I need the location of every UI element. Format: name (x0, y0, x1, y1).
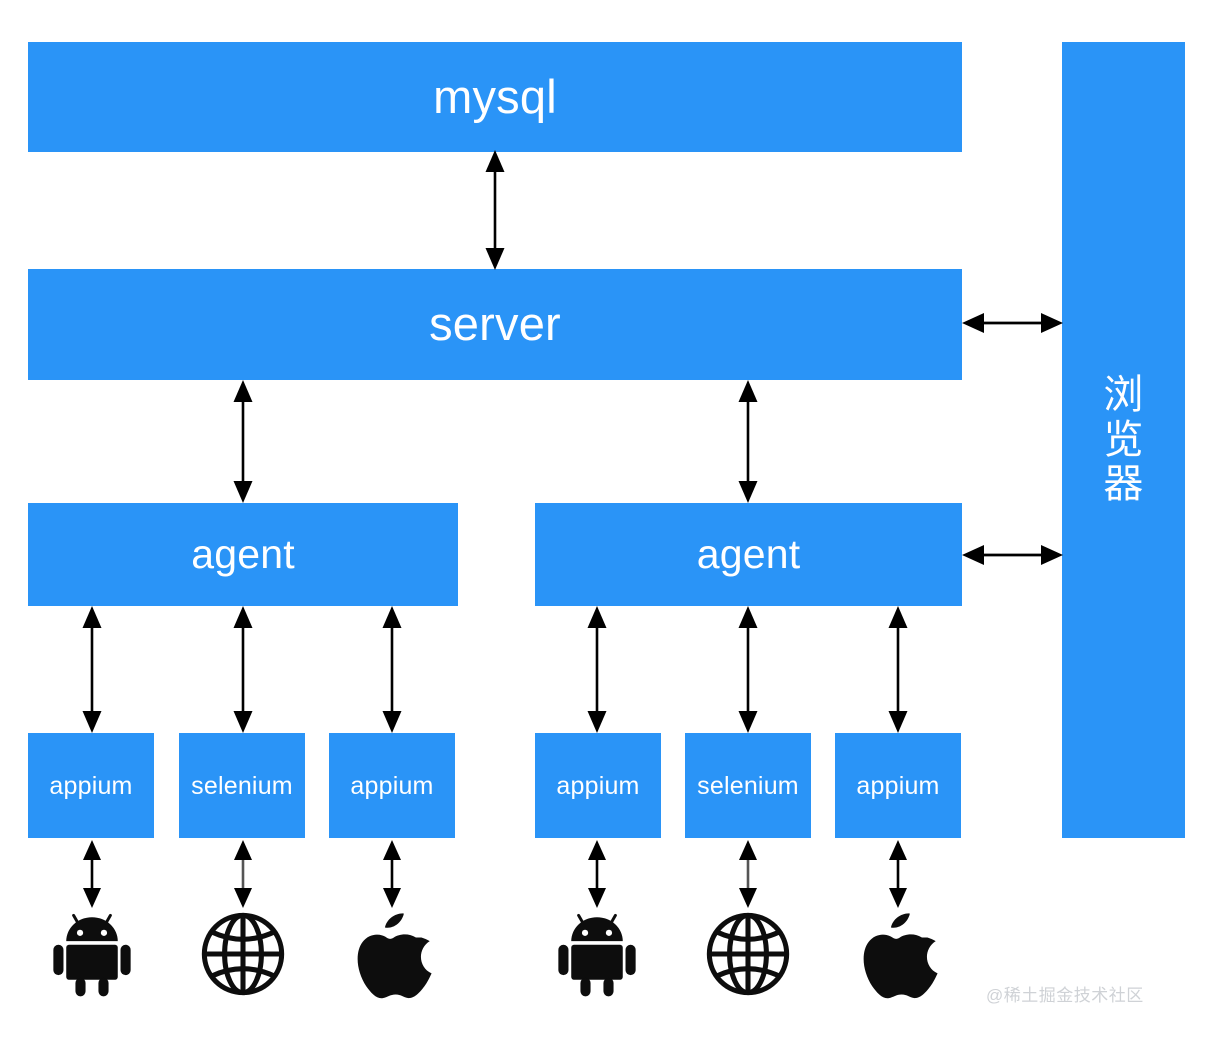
android-icon (551, 906, 643, 1002)
connector-appium-2-apple-1 (376, 840, 408, 908)
connector-server-agent-right (732, 380, 764, 503)
node-browser[interactable]: 浏览器 (1062, 42, 1185, 838)
node-tool-selenium-2[interactable]: selenium (685, 733, 811, 838)
connector-agent-right-selenium-2 (732, 606, 764, 733)
connector-selenium-2-globe-2 (732, 840, 764, 908)
node-server[interactable]: server (28, 269, 962, 380)
node-agent-left[interactable]: agent (28, 503, 458, 606)
connector-agent-right-browser (962, 539, 1063, 571)
connector-server-browser (962, 307, 1063, 339)
node-tool-appium-3[interactable]: appium (535, 733, 661, 838)
connector-agent-left-selenium-1 (227, 606, 259, 733)
connector-server-mysql (479, 150, 511, 270)
node-mysql[interactable]: mysql (28, 42, 962, 152)
node-tool-appium-2[interactable]: appium (329, 733, 455, 838)
node-agent-right-label: agent (696, 530, 801, 577)
connector-server-agent-left (227, 380, 259, 503)
globe-icon (702, 906, 794, 1002)
connector-appium-3-android-2 (581, 840, 613, 908)
node-tool-appium-4[interactable]: appium (835, 733, 961, 838)
node-tool-label: appium (856, 771, 940, 800)
node-tool-label: appium (49, 771, 133, 800)
node-tool-appium-1[interactable]: appium (28, 733, 154, 838)
android-icon (46, 906, 138, 1002)
node-tool-label: appium (556, 771, 640, 800)
node-browser-label: 浏览器 (1103, 372, 1144, 507)
connector-agent-left-appium-1 (76, 606, 108, 733)
connector-agent-left-appium-2 (376, 606, 408, 733)
connector-appium-4-apple-2 (882, 840, 914, 908)
connector-agent-right-appium-3 (581, 606, 613, 733)
node-tool-label: selenium (191, 771, 293, 800)
node-tool-label: appium (350, 771, 434, 800)
connector-agent-right-appium-4 (882, 606, 914, 733)
node-agent-right[interactable]: agent (535, 503, 962, 606)
watermark: @稀土掘金技术社区 (986, 986, 1144, 1005)
apple-icon (346, 906, 438, 1002)
connector-selenium-1-globe-1 (227, 840, 259, 908)
node-agent-left-label: agent (191, 530, 295, 577)
node-tool-label: selenium (697, 771, 799, 800)
connector-appium-1-android-1 (76, 840, 108, 908)
node-mysql-label: mysql (433, 69, 557, 123)
apple-icon (852, 906, 944, 1002)
globe-icon (197, 906, 289, 1002)
node-tool-selenium-1[interactable]: selenium (179, 733, 305, 838)
node-server-label: server (429, 297, 561, 351)
